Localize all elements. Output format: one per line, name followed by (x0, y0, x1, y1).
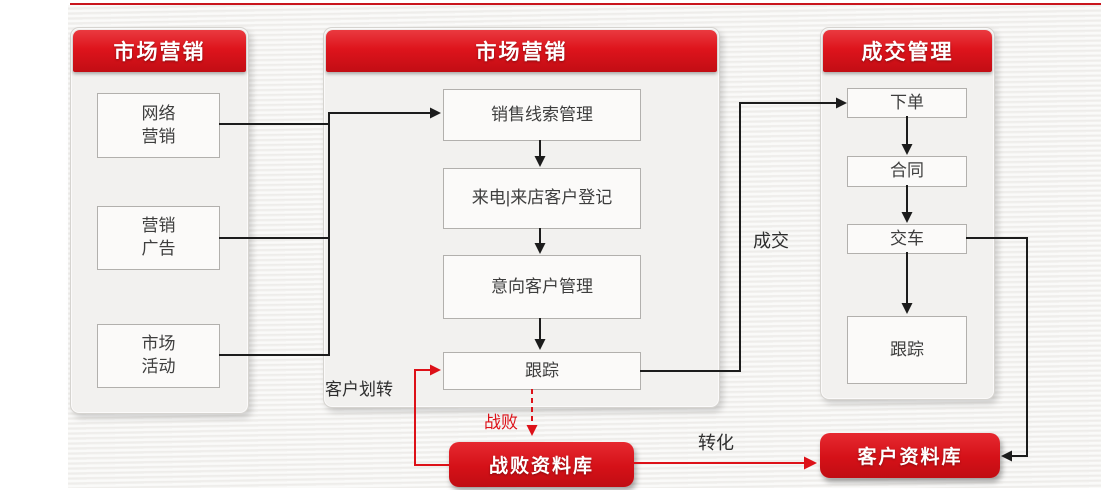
label-lost: 战败 (484, 413, 518, 432)
node-online-marketing: 网络 营销 (97, 93, 220, 158)
panel-title: 市场营销 (326, 30, 717, 72)
node-market-activity: 市场 活动 (97, 324, 220, 388)
node-contract: 合同 (847, 156, 967, 187)
panel-deal-management: 成交管理 下单 合同 交车 跟踪 (820, 27, 995, 400)
node-intent-customer-management: 意向客户管理 (443, 255, 641, 319)
node-car-delivery: 交车 (847, 224, 967, 254)
panel-title: 市场营销 (73, 30, 246, 72)
panel-title: 成交管理 (823, 30, 992, 72)
node-place-order: 下单 (847, 88, 967, 118)
panel-marketing-process: 市场营销 销售线索管理 来电|来店客户登记 意向客户管理 跟踪 (323, 27, 720, 408)
label-convert: 转化 (698, 433, 734, 453)
node-follow-up-marketing: 跟踪 (443, 352, 641, 390)
label-deal: 成交 (753, 231, 789, 251)
node-marketing-ads: 营销 广告 (97, 206, 220, 270)
db-customer-database: 客户资料库 (820, 433, 1000, 478)
node-follow-up-deal: 跟踪 (847, 316, 967, 384)
label-customer-transfer: 客户划转 (325, 380, 393, 399)
db-lost-deal-database: 战败资料库 (449, 442, 634, 487)
top-accent-rule (70, 3, 1101, 5)
node-call-visit-registration: 来电|来店客户登记 (443, 168, 641, 229)
node-sales-lead-management: 销售线索管理 (443, 89, 641, 141)
panel-marketing-sources: 市场营销 网络 营销 营销 广告 市场 活动 (70, 27, 249, 414)
